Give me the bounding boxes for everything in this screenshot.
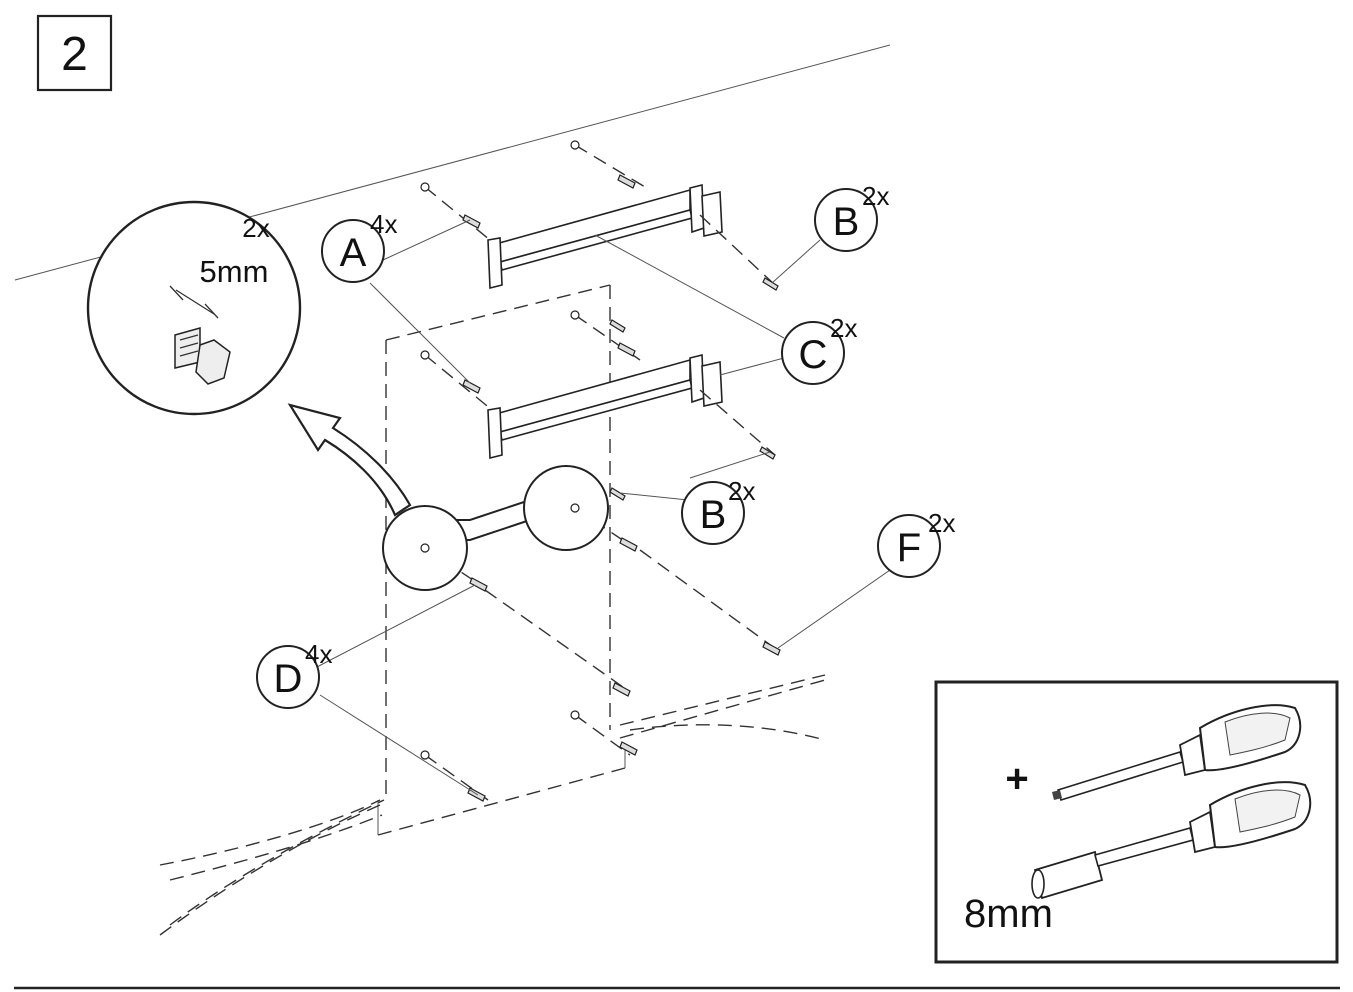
bracket-top bbox=[487, 183, 723, 290]
detail-circle: 2x 5mm bbox=[86, 200, 302, 416]
arrow-icon bbox=[287, 403, 412, 517]
step-number: 2 bbox=[61, 28, 88, 81]
bolt-head-icon bbox=[174, 327, 231, 385]
step-number-box: 2 bbox=[36, 14, 113, 92]
svg-text:4x: 4x bbox=[305, 639, 332, 669]
callout-A: A 4x bbox=[321, 209, 397, 283]
callout-F: F 2x bbox=[877, 508, 955, 578]
svg-text:2x: 2x bbox=[928, 508, 955, 538]
callout-B-top: B 2x bbox=[814, 181, 889, 252]
phillips-icon: + bbox=[1005, 757, 1028, 801]
callout-B-mid: B 2x bbox=[681, 476, 755, 545]
svg-text:C: C bbox=[799, 333, 828, 377]
phillips-screwdriver-icon bbox=[1052, 704, 1302, 802]
tools-box: + 8mm bbox=[934, 680, 1339, 964]
detail-qty: 2x bbox=[242, 213, 269, 243]
floor-curves bbox=[159, 674, 826, 936]
svg-text:2x: 2x bbox=[830, 313, 857, 343]
detail-gap-label: 5mm bbox=[200, 254, 269, 289]
socket-size-label: 8mm bbox=[964, 892, 1053, 936]
svg-text:4x: 4x bbox=[370, 209, 397, 239]
svg-text:F: F bbox=[897, 526, 921, 570]
callout-D: D 4x bbox=[256, 639, 332, 709]
svg-text:B: B bbox=[833, 200, 860, 244]
bracket-bottom bbox=[487, 353, 723, 460]
svg-text:B: B bbox=[700, 493, 727, 537]
svg-text:2x: 2x bbox=[862, 181, 889, 211]
magnifier-callout bbox=[287, 403, 609, 591]
svg-text:D: D bbox=[274, 657, 303, 701]
callout-C: C 2x bbox=[781, 313, 857, 385]
leader-lines bbox=[314, 219, 891, 796]
socket-driver-icon bbox=[1031, 781, 1312, 900]
svg-text:A: A bbox=[340, 231, 367, 275]
svg-text:2x: 2x bbox=[728, 476, 755, 506]
